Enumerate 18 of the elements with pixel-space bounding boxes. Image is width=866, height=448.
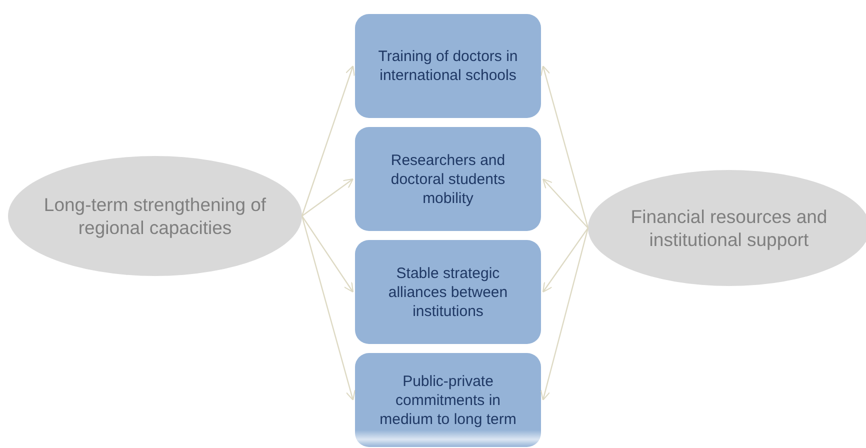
arrow [540,228,589,401]
node-text: Financial resources and institutional support [630,205,828,251]
arrow [542,228,588,293]
arrow [540,65,589,228]
node-text: Long-term strengthening of regional capacities [42,193,268,239]
node-text: Stable strategic alliances between institutions [387,264,509,320]
arrow [301,216,356,401]
arrow [302,178,354,216]
arrow [301,65,355,216]
arrow [542,178,588,228]
process-box [355,240,541,344]
process-box [355,14,541,118]
node-text: Researchers and doctoral students mobility [390,150,506,208]
node-text: Training of doctors in international schools [377,47,519,85]
process-box [355,127,541,231]
process-box [355,353,541,447]
arrow [302,216,354,293]
node-text: Public-private commitments in medium to long term [378,372,518,428]
